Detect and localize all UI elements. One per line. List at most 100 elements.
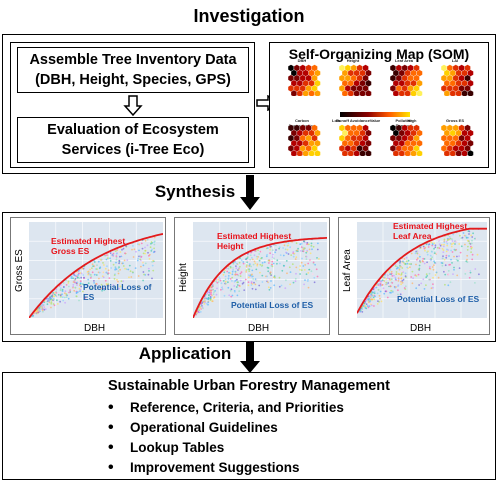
scatter-point xyxy=(231,273,234,276)
scatter-point xyxy=(397,280,400,282)
scatter-point xyxy=(308,270,311,272)
scatter-point xyxy=(126,259,129,261)
scatter-point xyxy=(239,275,242,278)
scatter-point xyxy=(289,246,292,249)
potential-loss-label: Potential Loss of ES xyxy=(83,282,152,302)
scatter-point xyxy=(230,288,233,291)
scatter-point xyxy=(401,291,404,294)
scatter-point xyxy=(427,243,430,246)
potential-loss-label: Potential Loss of ES xyxy=(231,300,314,310)
scatter-point xyxy=(250,256,253,259)
scatter-point xyxy=(231,294,234,297)
scatter-point xyxy=(398,265,401,267)
scatter-point xyxy=(248,264,251,267)
scatter-point xyxy=(138,249,140,252)
scatter-point xyxy=(133,248,136,251)
scatter-point xyxy=(404,272,407,275)
scatter-point xyxy=(220,288,222,291)
scatter-point xyxy=(312,261,315,264)
scatter-point xyxy=(468,242,471,245)
scatter-point xyxy=(142,271,145,273)
scatter-point xyxy=(250,280,253,283)
scatter-point xyxy=(97,260,100,263)
scatter-point xyxy=(103,287,105,290)
scatter-point xyxy=(77,279,79,282)
scatter-point xyxy=(261,262,264,264)
scatter-point xyxy=(285,260,288,262)
scatter-point xyxy=(56,303,59,305)
som-legend-high: High xyxy=(407,118,417,123)
inventory-data-line1: Assemble Tree Inventory Data xyxy=(29,52,237,68)
scatter-point xyxy=(411,270,414,273)
scatter-point xyxy=(227,286,230,289)
scatter-point xyxy=(50,302,53,305)
scatter-point xyxy=(112,254,114,257)
scatter-point xyxy=(412,277,414,279)
scatter-point xyxy=(390,289,393,292)
scatter-point xyxy=(82,283,85,286)
list-item: Operational Guidelines xyxy=(108,418,344,438)
scatter-point xyxy=(239,279,242,282)
scatter-point xyxy=(274,276,276,279)
scatter-point xyxy=(426,261,428,264)
scatter-point xyxy=(56,299,58,302)
scatter-point xyxy=(136,259,139,262)
scatter-point xyxy=(235,286,238,288)
scatter-point xyxy=(210,286,213,289)
scatter-point xyxy=(299,265,301,267)
scatter-point xyxy=(470,251,472,253)
scatter-point xyxy=(292,255,295,258)
scatter-point xyxy=(109,252,112,254)
scatter-point xyxy=(43,308,46,311)
scatter-point xyxy=(230,295,233,298)
scatter-point xyxy=(80,285,82,288)
scatter-point xyxy=(93,282,95,284)
scatter-point xyxy=(229,268,232,271)
scatter-point xyxy=(310,242,313,245)
scatter-point xyxy=(100,287,103,290)
scatter-point xyxy=(278,276,281,279)
scatter-point xyxy=(453,268,455,271)
scatter-point xyxy=(74,272,77,275)
scatter-point xyxy=(72,283,75,286)
scatter-point xyxy=(53,298,55,301)
scatter-point xyxy=(152,269,155,272)
scatter-point xyxy=(252,251,254,254)
scatter-point xyxy=(44,308,47,310)
scatter-point xyxy=(303,283,305,286)
scatter-point xyxy=(222,276,225,279)
scatter-point xyxy=(460,245,463,248)
scatter-point xyxy=(423,262,426,265)
scatter-point xyxy=(451,251,454,253)
scatter-point xyxy=(116,282,119,285)
scatter-point xyxy=(107,269,110,272)
scatter-point xyxy=(433,260,435,263)
scatter-point xyxy=(426,263,429,265)
scatter-point xyxy=(139,258,142,261)
scatter-point xyxy=(404,263,407,265)
scatter-point xyxy=(252,278,255,280)
scatter-point xyxy=(291,246,293,249)
scatter-point xyxy=(299,250,302,252)
scatter-point xyxy=(125,251,128,254)
scatter-point xyxy=(72,277,74,280)
scatter-point xyxy=(415,263,417,266)
scatter-point xyxy=(388,284,390,287)
scatter-point xyxy=(141,247,144,250)
scatter-point xyxy=(119,258,121,260)
scatter-point xyxy=(105,271,108,274)
scatter-point xyxy=(257,249,259,251)
scatter-point xyxy=(279,254,282,256)
scatter-point xyxy=(256,263,259,266)
scatter-point xyxy=(471,246,473,249)
scatter-point xyxy=(275,244,277,247)
scatter-point xyxy=(53,304,56,307)
scatter-point xyxy=(210,291,212,294)
scatter-point xyxy=(448,235,451,238)
potential-loss-label: Potential Loss of ES xyxy=(397,294,480,304)
scatter-point xyxy=(381,279,384,282)
synthesis-arrow-icon xyxy=(240,175,260,210)
scatter-point xyxy=(369,295,372,298)
scatter-point xyxy=(226,270,229,273)
scatter-point xyxy=(433,251,436,254)
